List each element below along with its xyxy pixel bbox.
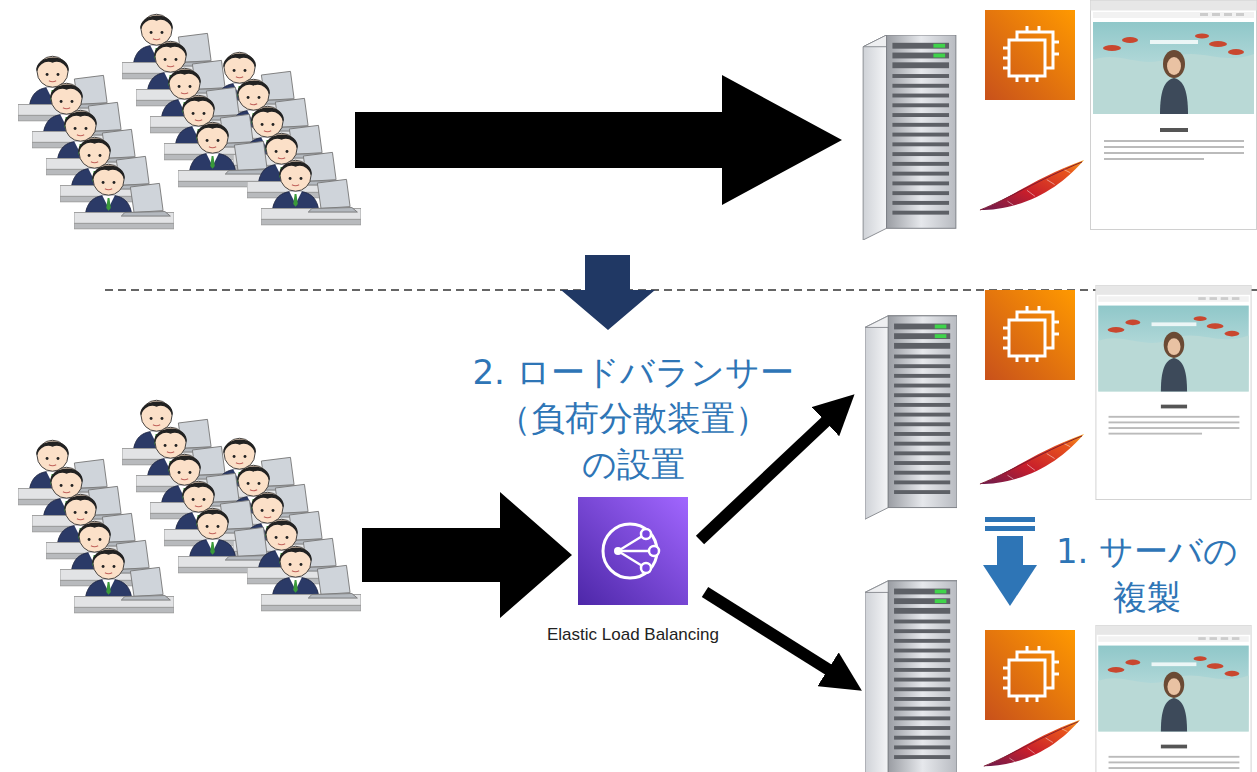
transition-arrow [561, 255, 655, 330]
website-screenshot [1096, 285, 1251, 499]
ec2-icon [985, 10, 1075, 100]
website-screenshot [1091, 1, 1257, 230]
component-heading: 2. ロードバランサー （負荷分散装置） の設置 [453, 349, 813, 487]
distribution-arrow [705, 592, 845, 680]
server-icon [863, 35, 956, 240]
service-name: Elastic Load Balancing [547, 625, 719, 645]
load-balancer: 2. ロードバランサー （負荷分散装置） の設置Elastic Load Bal… [578, 497, 688, 605]
ec2-icon [985, 290, 1075, 380]
user-figure [261, 160, 361, 225]
user-crowd [18, 400, 361, 613]
user-crowd [18, 14, 361, 229]
copy-arrow [983, 517, 1037, 606]
flow-arrow [355, 75, 842, 205]
step-label: 1. サーバの 複製 [1042, 528, 1252, 620]
flow-arrow [362, 492, 572, 618]
user-figure [261, 546, 361, 611]
ec2-icon [985, 630, 1075, 720]
user-figure [74, 164, 174, 229]
apache-icon [984, 720, 1080, 766]
user-figure [74, 548, 174, 613]
apache-icon [980, 160, 1084, 210]
server-icon [865, 316, 957, 519]
apache-icon [980, 434, 1084, 484]
elb-icon [578, 497, 688, 605]
server-icon [865, 581, 957, 772]
website-screenshot [1096, 625, 1251, 772]
divider-line [105, 289, 1257, 291]
